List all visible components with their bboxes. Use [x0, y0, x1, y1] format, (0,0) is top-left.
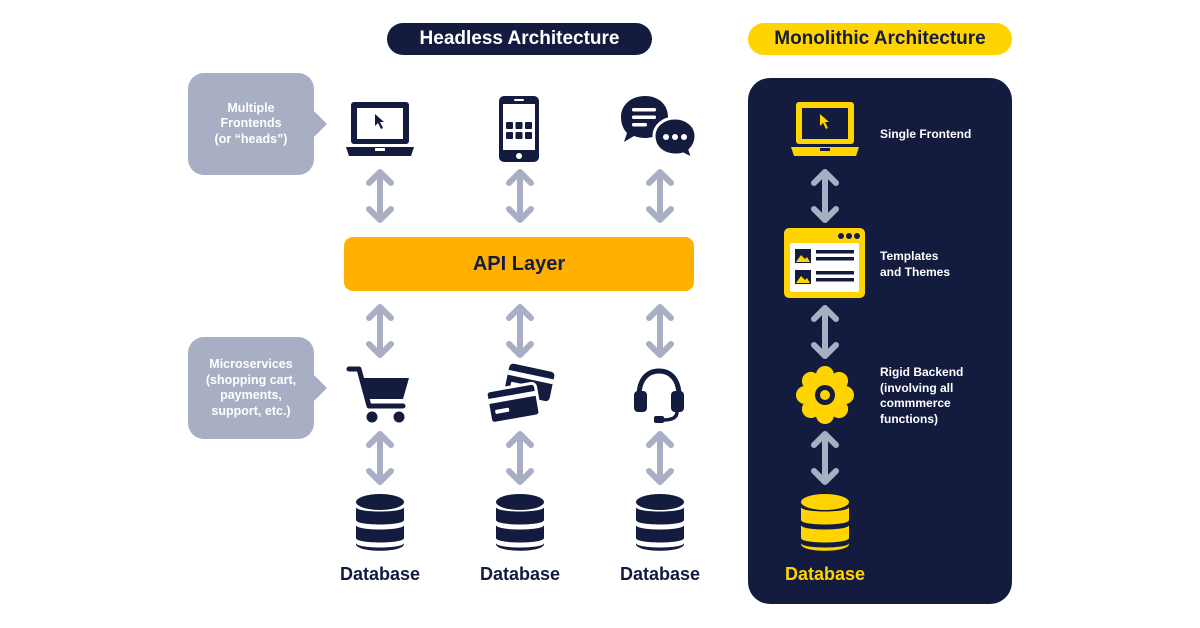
- database-label: Database: [339, 564, 421, 584]
- rigid-backend-label-line: (involving all: [880, 380, 954, 395]
- monolithic-architecture-title: Monolithic Architecture: [748, 23, 1012, 55]
- database-icon: [801, 494, 849, 551]
- frontends-label-line: Frontends: [220, 116, 282, 131]
- database-icon: [356, 494, 404, 551]
- chat-bubbles-icon: [621, 96, 698, 162]
- microservices-label-line: Microservices: [209, 357, 293, 371]
- shopping-cart-icon: [346, 366, 409, 423]
- double-arrow-icon: [811, 169, 839, 223]
- microservices-label-line: (shopping cart,: [205, 372, 297, 387]
- double-arrow-icon: [506, 431, 534, 485]
- gear-icon: [796, 366, 854, 424]
- double-arrow-icon: [366, 431, 394, 485]
- rigid-backend-label-line: commmerce: [880, 396, 951, 410]
- laptop-icon: [791, 102, 859, 156]
- double-arrow-icon: [506, 169, 534, 223]
- database-label: Database: [479, 564, 561, 584]
- database-icon: [636, 494, 684, 551]
- frontends-callout: Multiple Frontends (or “heads”): [188, 73, 327, 175]
- monolithic-panel: [748, 78, 1012, 604]
- callout-tail: [313, 110, 327, 138]
- laptop-icon: [346, 102, 414, 156]
- api-layer: API Layer: [344, 237, 694, 291]
- microservices-callout: Microservices (shopping cart, payments, …: [188, 337, 327, 439]
- templates-label-line: Templates: [880, 249, 939, 263]
- headset-icon: [634, 368, 684, 423]
- double-arrow-icon: [646, 169, 674, 223]
- rigid-backend-label-line: Rigid Backend: [880, 365, 964, 379]
- credit-cards-icon: [484, 363, 555, 425]
- double-arrow-icon: [811, 305, 839, 359]
- templates-label-line: and Themes: [880, 264, 951, 279]
- double-arrow-icon: [506, 304, 534, 358]
- rigid-backend-label-line: functions): [880, 411, 938, 426]
- smartphone-icon: [499, 96, 539, 162]
- double-arrow-icon: [646, 304, 674, 358]
- template-window-icon: [784, 228, 865, 298]
- double-arrow-icon: [366, 169, 394, 223]
- frontends-label-line: (or “heads”): [214, 131, 288, 146]
- rigid-backend-label: Rigid Backend (involving all commmerce f…: [880, 365, 963, 427]
- monolithic-database-label: Database: [784, 564, 866, 584]
- double-arrow-icon: [366, 304, 394, 358]
- database-icon: [496, 494, 544, 551]
- single-frontend-label: Single Frontend: [880, 127, 972, 141]
- microservices-label-line: support, etc.): [211, 403, 291, 418]
- callout-tail: [313, 374, 327, 402]
- microservices-label-line: payments,: [220, 388, 282, 402]
- headless-architecture-title: Headless Architecture: [387, 23, 652, 55]
- templates-label: Templates and Themes: [880, 249, 950, 280]
- frontends-label-line: Multiple: [227, 100, 275, 115]
- database-label: Database: [619, 564, 701, 584]
- double-arrow-icon: [811, 431, 839, 485]
- double-arrow-icon: [646, 431, 674, 485]
